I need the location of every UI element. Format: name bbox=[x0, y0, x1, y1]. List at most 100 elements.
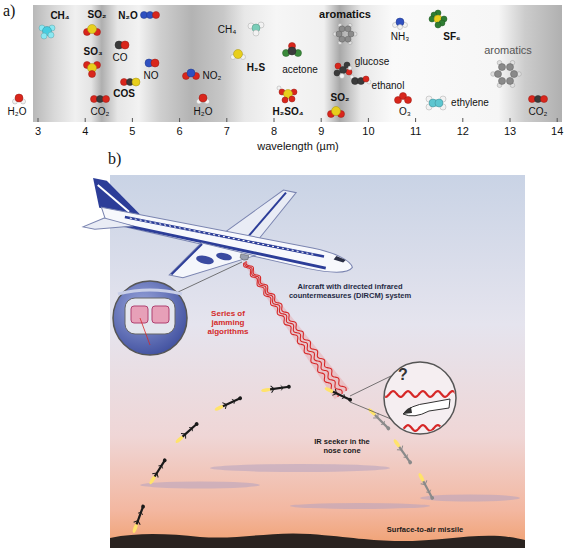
missile bbox=[213, 394, 243, 413]
missile bbox=[155, 460, 165, 476]
molecule-icon bbox=[89, 71, 96, 78]
missile bbox=[333, 392, 350, 400]
molecule-icon bbox=[507, 64, 514, 71]
molecule-icon bbox=[529, 96, 548, 103]
molecule-label: NH₃ bbox=[391, 31, 410, 43]
molecule-icon bbox=[121, 78, 141, 86]
spectrum-chart bbox=[368, 118, 369, 122]
cloud bbox=[210, 464, 390, 472]
missile bbox=[141, 504, 146, 509]
molecule-icon bbox=[429, 10, 447, 28]
ir-seeker-inset bbox=[350, 362, 460, 434]
molecule-icon bbox=[334, 62, 352, 79]
tick-label: 11 bbox=[410, 125, 421, 138]
molecule-icon bbox=[248, 22, 264, 36]
molecule-icon bbox=[121, 41, 129, 49]
dircm-turret-inset bbox=[125, 298, 175, 334]
molecule-icon bbox=[339, 26, 345, 32]
tick-label: 9 bbox=[318, 125, 324, 138]
missile bbox=[386, 426, 391, 431]
missile bbox=[194, 421, 199, 426]
tick-label: 7 bbox=[224, 125, 230, 138]
ir-seeker-inset bbox=[403, 399, 450, 416]
callout-label: Surface-to-air missile bbox=[387, 526, 463, 535]
missile bbox=[222, 401, 228, 409]
aircraft bbox=[249, 187, 286, 242]
molecule-label: ethanol bbox=[372, 80, 405, 92]
spectrum-chart bbox=[33, 5, 562, 122]
molecule-icon bbox=[340, 67, 347, 74]
molecule-icon bbox=[253, 30, 259, 36]
molecule-icon bbox=[405, 97, 412, 104]
molecule-label: CO₂ bbox=[529, 106, 548, 118]
aircraft bbox=[169, 238, 255, 291]
molecule-icon bbox=[234, 50, 243, 59]
molecule-icon bbox=[393, 18, 408, 30]
missile bbox=[430, 495, 435, 500]
molecule-icon bbox=[153, 12, 160, 19]
molecule-icon bbox=[332, 107, 341, 116]
molecule-label: H₂O bbox=[8, 106, 27, 118]
molecule-label: glucose bbox=[355, 56, 389, 68]
missile bbox=[147, 457, 169, 486]
dircm-turret-inset bbox=[131, 306, 148, 323]
spectrum-chart bbox=[179, 118, 180, 122]
missile bbox=[189, 426, 194, 431]
missile bbox=[152, 471, 160, 477]
spectrum-chart bbox=[557, 118, 558, 122]
missile bbox=[281, 385, 284, 390]
aircraft bbox=[94, 185, 133, 212]
molecule-icon bbox=[141, 12, 160, 19]
molecule-icon bbox=[115, 41, 129, 49]
molecule-label: NO bbox=[144, 70, 159, 82]
axis-title: wavelength (µm) bbox=[257, 140, 339, 153]
missile bbox=[130, 504, 147, 534]
molecule-icon bbox=[495, 71, 502, 78]
missile bbox=[238, 396, 243, 401]
molecule-icon bbox=[48, 32, 54, 38]
missile bbox=[399, 447, 410, 463]
molecule-icon bbox=[132, 78, 140, 86]
ir-seeker-inset bbox=[382, 425, 460, 431]
molecule-icon bbox=[541, 96, 548, 103]
jamming-beam bbox=[243, 261, 349, 400]
spectrum-chart bbox=[274, 118, 275, 122]
tick-label: 8 bbox=[271, 125, 277, 138]
molecule-icon bbox=[151, 59, 159, 67]
molecule-label: N₂O bbox=[118, 10, 137, 22]
aircraft bbox=[98, 205, 355, 277]
ir-seeker-inset bbox=[384, 362, 456, 434]
molecule-icon bbox=[491, 60, 522, 87]
aircraft bbox=[83, 214, 134, 237]
missile bbox=[134, 519, 142, 524]
missile bbox=[342, 394, 346, 399]
molecule-icon bbox=[231, 50, 246, 60]
cloud bbox=[140, 482, 260, 489]
spectrum-chart bbox=[462, 118, 463, 122]
tick-label: 12 bbox=[457, 125, 469, 138]
molecule-label: H₂S bbox=[247, 62, 265, 74]
ir-seeker-inset bbox=[382, 391, 460, 431]
molecule-label: H₂SO₄ bbox=[273, 106, 304, 118]
molecule-icon bbox=[348, 66, 352, 70]
molecule-icon bbox=[13, 10, 548, 118]
missile bbox=[404, 454, 409, 459]
molecule-label: CO bbox=[113, 52, 128, 64]
missile bbox=[174, 420, 201, 445]
missile bbox=[183, 424, 197, 437]
missile bbox=[348, 397, 353, 402]
molecule-icon bbox=[511, 71, 518, 78]
molecule-icon bbox=[282, 97, 288, 103]
molecule-icon bbox=[345, 36, 351, 42]
aircraft bbox=[240, 254, 249, 261]
molecule-icon bbox=[84, 25, 101, 36]
molecule-icon bbox=[334, 70, 340, 76]
molecule-icon bbox=[289, 96, 295, 102]
missile bbox=[408, 460, 413, 465]
missile bbox=[261, 383, 292, 394]
callout-label: Aircraft with directed infrared counterm… bbox=[286, 283, 414, 300]
molecule-label: aromatics bbox=[319, 8, 371, 21]
aircraft bbox=[333, 256, 346, 263]
